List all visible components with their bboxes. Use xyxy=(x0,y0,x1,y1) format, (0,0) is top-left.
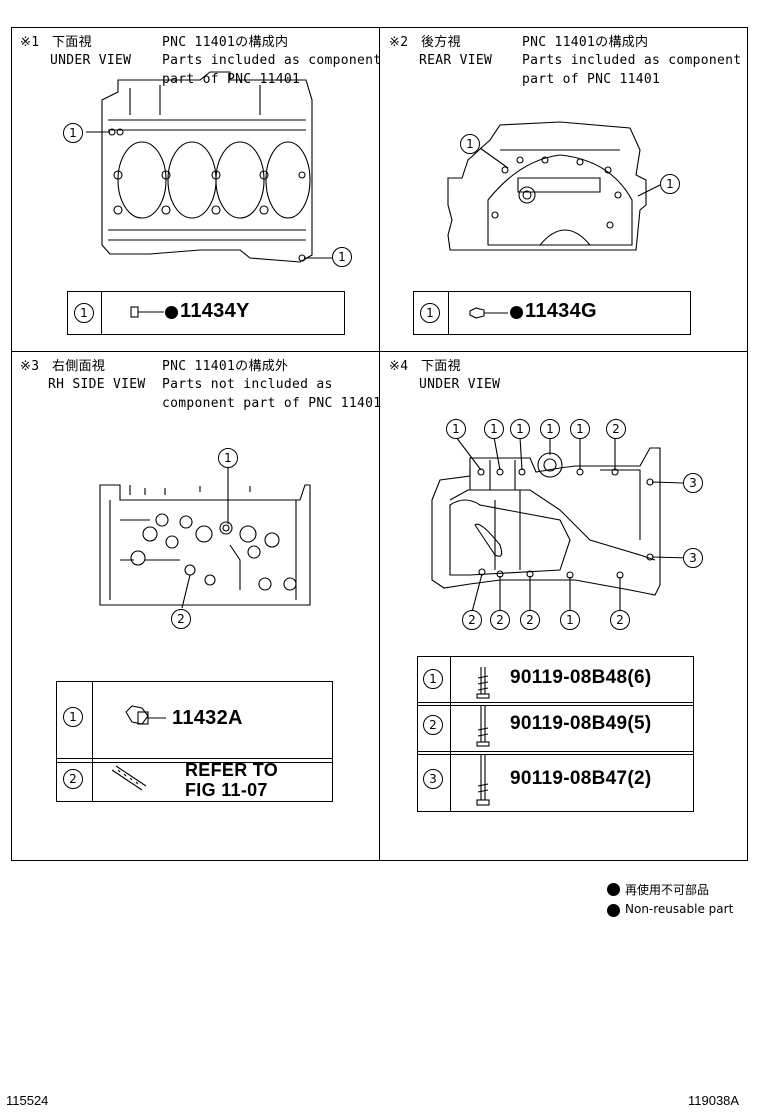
footer-right-code: 119038A xyxy=(688,1093,740,1108)
panel2-parts-table xyxy=(413,291,691,335)
panel4-bolt-icons xyxy=(476,667,490,806)
panel2-row1-num: 1 xyxy=(420,303,440,323)
panel3-pnc: PNC 11401の構成外 xyxy=(162,359,289,374)
panel1-plug-icon xyxy=(130,306,164,318)
panel1-mark: ※1 xyxy=(20,35,40,50)
panel2-plug-icon xyxy=(469,307,508,319)
legend-jp: 再使用不可部品 xyxy=(625,883,710,897)
panel3-parts-table xyxy=(56,681,333,802)
panel3-note: Parts not included as component part of … xyxy=(162,377,382,411)
legend-en: Non-reusable part xyxy=(625,902,734,916)
panel4-row3-num: 3 xyxy=(423,769,443,789)
panel4-callout-bottom-5[interactable]: 2 xyxy=(610,610,630,630)
panel2-title-jp: 後方視 xyxy=(421,35,461,50)
panel4-callout-bottom-1[interactable]: 2 xyxy=(462,610,482,630)
panel4-mark: ※4 xyxy=(389,359,409,374)
panel2-note: Parts included as component part of PNC … xyxy=(522,53,742,87)
panel3-mark: ※3 xyxy=(20,359,40,374)
panel1-pnc: PNC 11401の構成内 xyxy=(162,35,289,50)
panel1-row1-part[interactable]: 11434Y xyxy=(180,300,250,322)
panel1-row1-num: 1 xyxy=(74,303,94,323)
panel4-callout-bottom-3[interactable]: 2 xyxy=(520,610,540,630)
panel2-callout-1a[interactable]: 1 xyxy=(460,134,480,154)
panel1-engine-block xyxy=(86,71,332,263)
panel1-callout-1b[interactable]: 1 xyxy=(332,247,352,267)
panel3-row2-num: 2 xyxy=(63,769,83,789)
panel3-engine-block xyxy=(99,468,311,609)
panel3-callout-1[interactable]: 1 xyxy=(218,448,238,468)
panel4-row1-part[interactable]: 90119-08B48(6) xyxy=(510,667,652,688)
panel2-pnc: PNC 11401の構成内 xyxy=(522,35,649,50)
legend-dot-icon xyxy=(607,904,620,917)
panel3-row1-num: 1 xyxy=(63,707,83,727)
panel4-callout-top-6[interactable]: 2 xyxy=(606,419,626,439)
panel3-title-en: RH SIDE VIEW xyxy=(48,377,146,392)
panel4-callout-top-2[interactable]: 1 xyxy=(484,419,504,439)
panel4-parts-table xyxy=(417,656,694,812)
panel3-row1-part[interactable]: 11432A xyxy=(172,707,243,729)
panel4-title-jp: 下面視 xyxy=(421,359,461,374)
panel4-oil-pan xyxy=(431,436,691,613)
panel3-title-jp: 右側面視 xyxy=(52,359,106,374)
panel2-engine-block xyxy=(447,121,661,251)
panel1-parts-table xyxy=(67,291,345,335)
panel4-row2-num: 2 xyxy=(423,715,443,735)
panel2-callout-1b[interactable]: 1 xyxy=(660,174,680,194)
panel1-callout-1a[interactable]: 1 xyxy=(63,123,83,143)
panel4-callout-top-4[interactable]: 1 xyxy=(540,419,560,439)
panel4-callout-top-5[interactable]: 1 xyxy=(570,419,590,439)
panel4-callout-bottom-2[interactable]: 2 xyxy=(490,610,510,630)
panel3-row2-part[interactable]: REFER TO FIG 11-07 xyxy=(185,760,279,800)
panel4-callout-right-1[interactable]: 3 xyxy=(683,473,703,493)
panel1-note: Parts included as component part of PNC … xyxy=(162,53,382,87)
panel1-title-en: UNDER VIEW xyxy=(50,53,132,68)
panel4-title-en: UNDER VIEW xyxy=(419,377,501,392)
panel3-hex-plug-icon xyxy=(125,705,166,725)
nonreusable-dot-icon xyxy=(510,306,523,319)
panel4-row3-part[interactable]: 90119-08B47(2) xyxy=(510,768,652,789)
panel4-row2-part[interactable]: 90119-08B49(5) xyxy=(510,713,652,734)
panel2-title-en: REAR VIEW xyxy=(419,53,493,68)
panel4-callout-top-1[interactable]: 1 xyxy=(446,419,466,439)
panel2-mark: ※2 xyxy=(389,35,409,50)
panel4-callout-right-2[interactable]: 3 xyxy=(683,548,703,568)
panel4-callout-bottom-4[interactable]: 1 xyxy=(560,610,580,630)
panel-divider-vertical xyxy=(379,27,380,861)
panel2-row1-part[interactable]: 11434G xyxy=(525,300,597,322)
footer-left-code: 115524 xyxy=(6,1093,49,1108)
legend-dot-icon xyxy=(607,883,620,896)
panel3-callout-2[interactable]: 2 xyxy=(171,609,191,629)
nonreusable-dot-icon xyxy=(165,306,178,319)
panel4-callout-top-3[interactable]: 1 xyxy=(510,419,530,439)
panel4-row1-num: 1 xyxy=(423,669,443,689)
panel1-title-jp: 下面視 xyxy=(52,35,92,50)
panel3-stud-icon xyxy=(111,765,147,791)
panel-divider-horizontal xyxy=(11,351,748,352)
